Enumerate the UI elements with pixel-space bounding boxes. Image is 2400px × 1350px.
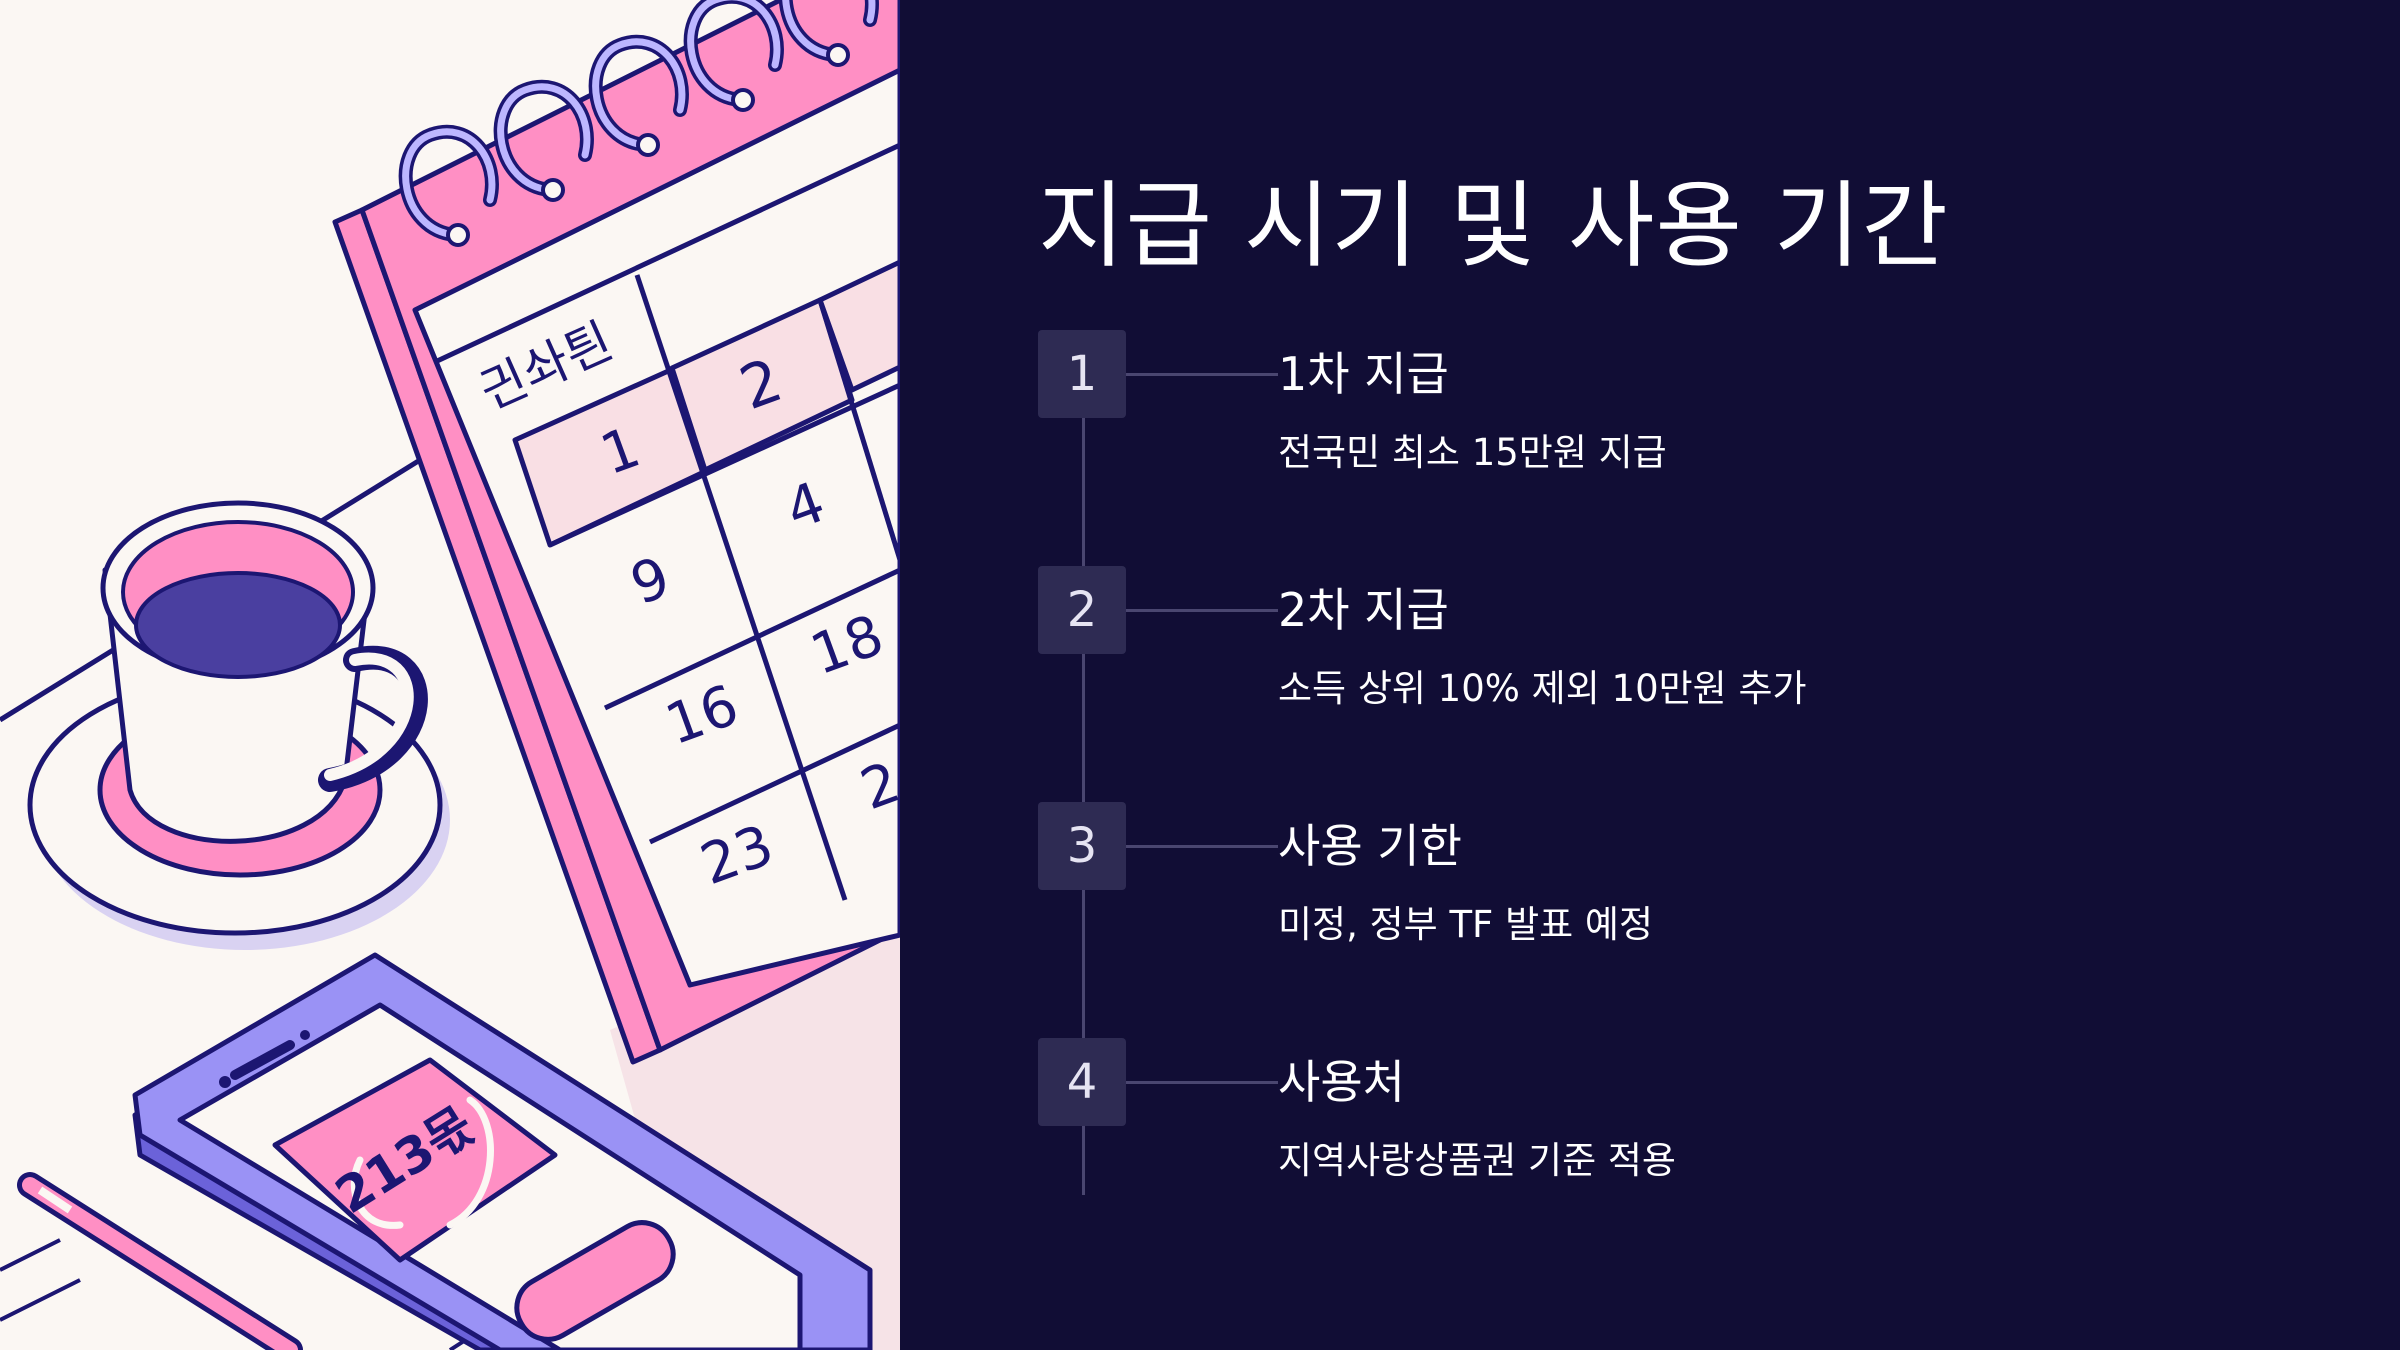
step-connector [1126, 1081, 1278, 1084]
step-connector [1126, 373, 1278, 376]
calendar-illustration: 긘솨틘 1 2 9 4 16 18 23 2 [0, 0, 900, 1350]
timeline-step-4: 4 사용처 지역사랑상품권 기준 적용 [1038, 1038, 2238, 1278]
timeline-line [1082, 360, 1085, 1195]
step-number-badge: 2 [1038, 566, 1126, 654]
content-panel: 지급 시기 및 사용 기간 1 1차 지급 전국민 최소 15만원 지급 2 2… [900, 0, 2400, 1350]
calendar-page [412, 67, 900, 988]
step-title: 1차 지급 [1278, 347, 1449, 401]
step-description: 지역사랑상품권 기준 적용 [1278, 1139, 1676, 1182]
step-title: 2차 지급 [1278, 583, 1449, 637]
step-connector [1126, 609, 1278, 612]
step-number-badge: 3 [1038, 802, 1126, 890]
timeline-step-2: 2 2차 지급 소득 상위 10% 제외 10만원 추가 [1038, 566, 2238, 806]
step-number-badge: 1 [1038, 330, 1126, 418]
coffee-cup-icon [27, 500, 450, 950]
step-description: 미정, 정부 TF 발표 예정 [1278, 903, 1654, 946]
step-description: 소득 상위 10% 제외 10만원 추가 [1278, 667, 1807, 710]
illustration-svg: 긘솨틘 1 2 9 4 16 18 23 2 [0, 0, 900, 1350]
step-title: 사용 기한 [1278, 819, 1462, 873]
step-title: 사용처 [1278, 1055, 1405, 1109]
pen-icon [17, 1172, 303, 1350]
timeline-step-3: 3 사용 기한 미정, 정부 TF 발표 예정 [1038, 802, 2238, 1042]
step-description: 전국민 최소 15만원 지급 [1278, 431, 1667, 474]
timeline-step-1: 1 1차 지급 전국민 최소 15만원 지급 [1038, 330, 2238, 570]
page-title: 지급 시기 및 사용 기간 [1038, 172, 1949, 281]
phone-icon: 213몫 [132, 952, 873, 1350]
step-connector [1126, 845, 1278, 848]
step-number-badge: 4 [1038, 1038, 1126, 1126]
